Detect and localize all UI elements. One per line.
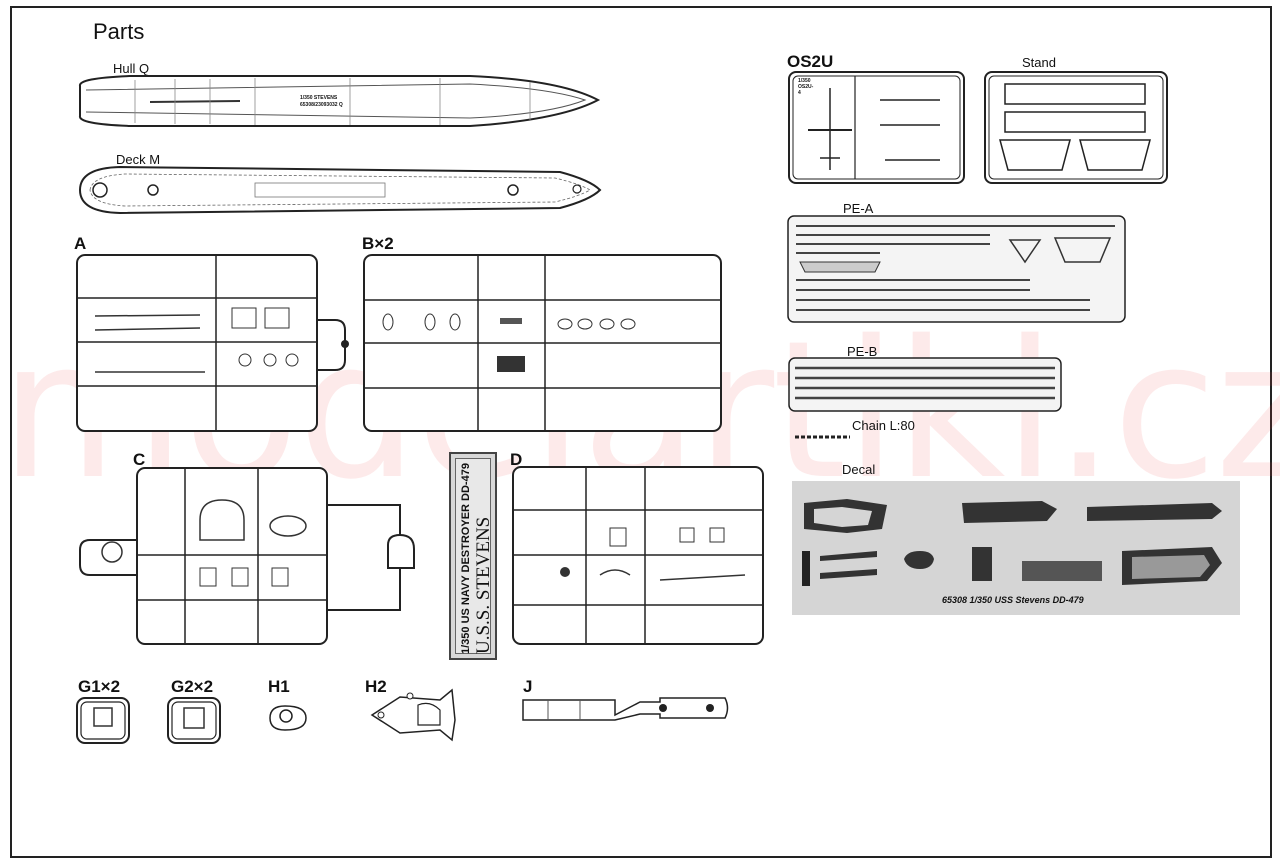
- deck-label: Deck M: [116, 152, 161, 167]
- sprue-c-label: C: [133, 450, 146, 469]
- page-title: Parts: [93, 19, 145, 44]
- part-h1-label: H1: [268, 677, 290, 696]
- stand-label: Stand: [1022, 55, 1056, 70]
- page-frame: [10, 6, 1272, 858]
- sprue-g1-label: G1×2: [78, 677, 121, 696]
- kit-name-banner: 1/350 US NAVY DESTROYER DD-479 U.S.S. ST…: [449, 452, 497, 660]
- decal-artwork: [802, 499, 1222, 586]
- hull-molded-text-2: 65308/23093032 Q: [300, 102, 343, 108]
- decal-caption: 65308 1/350 USS Stevens DD-479: [942, 595, 1084, 605]
- decal-label: Decal: [842, 462, 876, 477]
- hull-molded-text-1: 1/350 STEVENS: [300, 95, 338, 101]
- part-j-label: J: [523, 677, 533, 696]
- chain-label: Chain L:80: [852, 418, 915, 433]
- sprue-a-label: A: [74, 234, 87, 253]
- pe-b-label: PE-B: [847, 344, 878, 359]
- pe-a-label: PE-A: [843, 201, 874, 216]
- sprue-g2-label: G2×2: [171, 677, 214, 696]
- part-h2-label: H2: [365, 677, 387, 696]
- sprue-d-label: D: [510, 450, 523, 469]
- os2u-label: OS2U: [787, 52, 834, 71]
- os2u-sprue-tag: 1/350 OS2U-4: [798, 78, 814, 96]
- hull-label: Hull Q: [113, 61, 150, 76]
- sprue-b-label: B×2: [362, 234, 394, 253]
- decal-sheet: 65308 1/350 USS Stevens DD-479: [792, 481, 1240, 615]
